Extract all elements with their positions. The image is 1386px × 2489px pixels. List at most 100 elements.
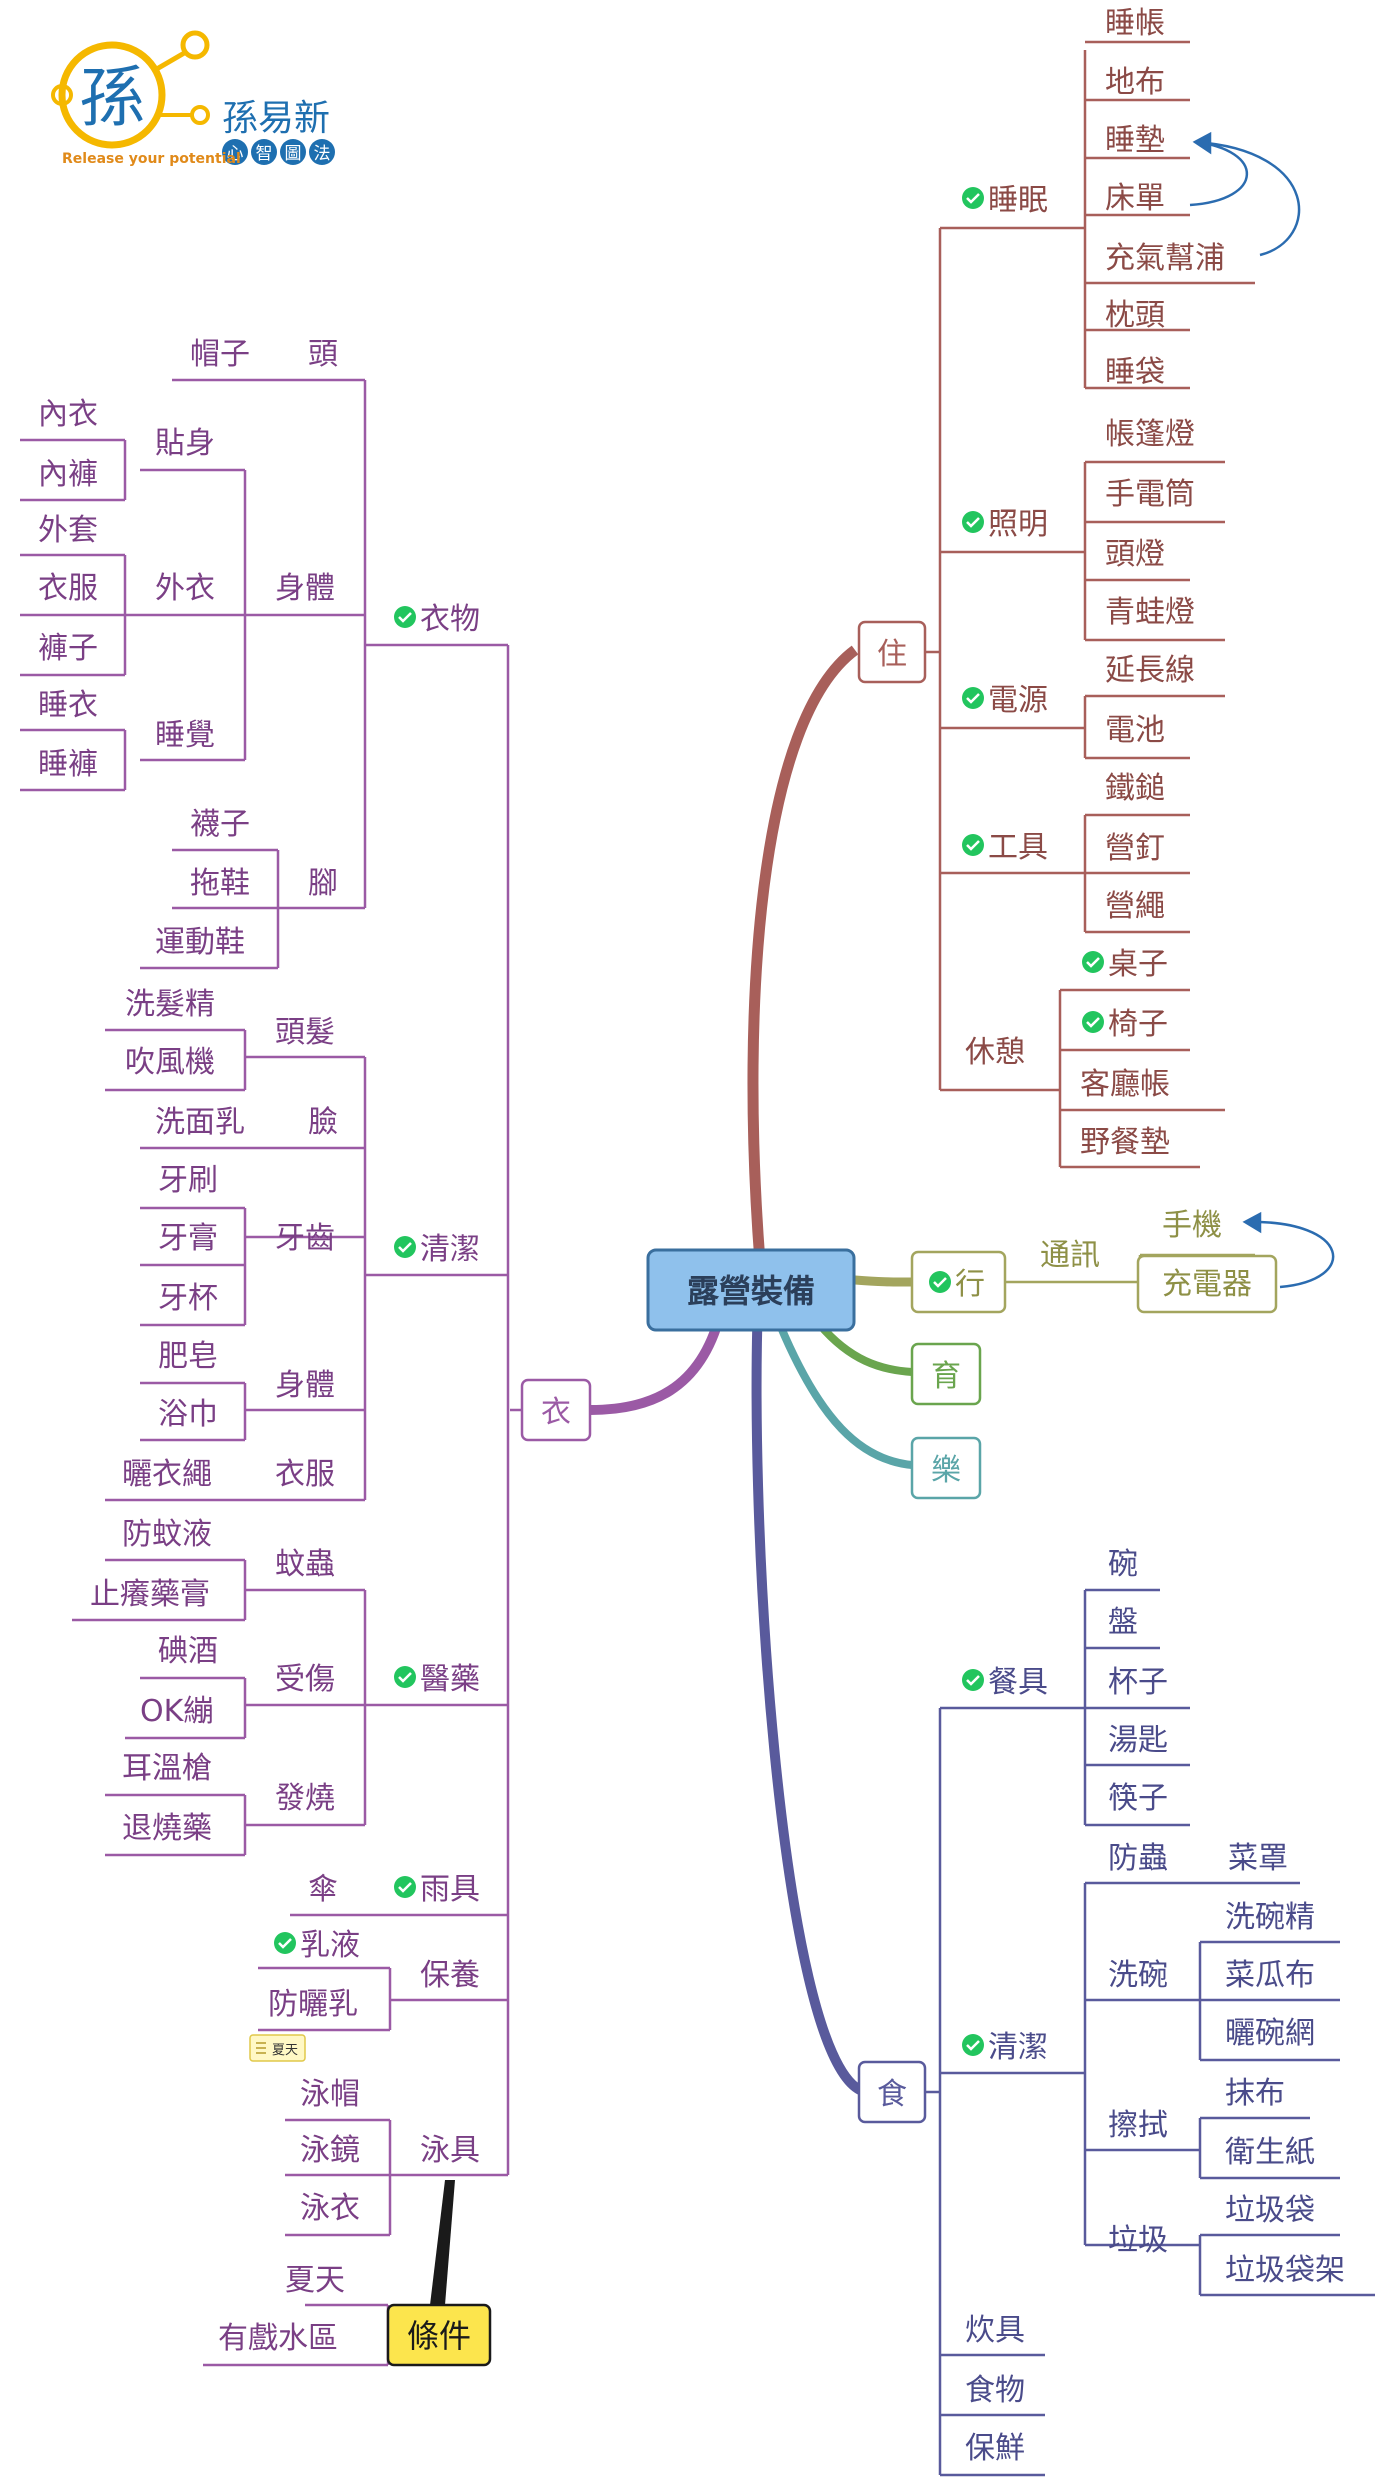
live-chair[interactable]: 椅子 <box>1108 1007 1168 1042</box>
live-table[interactable]: 桌子 <box>1108 947 1168 982</box>
live-pillow[interactable]: 枕頭 <box>1105 298 1165 333</box>
eat-tableware[interactable]: 餐具 <box>988 1665 1048 1700</box>
wear-shampoo[interactable]: 洗髮精 <box>125 987 215 1022</box>
go-charger-box[interactable] <box>1136 1254 1278 1314</box>
live-airbed[interactable]: 充氣幫浦 <box>1105 241 1225 276</box>
branch-fun-box[interactable]: 樂 <box>910 1436 982 1500</box>
wear-slippers[interactable]: 拖鞋 <box>190 866 250 901</box>
branch-go-box[interactable]: 行 <box>910 1250 1007 1314</box>
live-flashlight[interactable]: 手電筒 <box>1105 477 1195 512</box>
wear-clean[interactable]: 清潔 <box>420 1232 480 1267</box>
live-lounge[interactable]: 客廳帳 <box>1080 1067 1170 1102</box>
wear-underwear[interactable]: 內衣 <box>38 397 98 432</box>
go-charger[interactable]: 充電器 <box>1162 1267 1252 1302</box>
live-mat[interactable]: 睡墊 <box>1105 123 1165 158</box>
wear-toothbrush[interactable]: 牙刷 <box>158 1163 218 1198</box>
wear-repellent[interactable]: 防蚊液 <box>122 1517 212 1552</box>
eat-trashstand[interactable]: 垃圾袋架 <box>1225 2253 1345 2288</box>
live-peg[interactable]: 營釘 <box>1105 831 1165 866</box>
wear-toothpaste[interactable]: 牙膏 <box>158 1221 218 1256</box>
wear-towel[interactable]: 浴巾 <box>158 1397 218 1432</box>
wear-injury[interactable]: 受傷 <box>275 1662 335 1697</box>
wear-outer[interactable]: 外衣 <box>155 571 215 606</box>
go-phone[interactable]: 手機 <box>1162 1208 1222 1243</box>
wear-garment[interactable]: 衣服 <box>38 571 98 606</box>
eat-wipe[interactable]: 擦拭 <box>1108 2108 1168 2143</box>
wear-suit[interactable]: 泳衣 <box>300 2191 360 2226</box>
wear-medicine[interactable]: 醫藥 <box>420 1662 480 1697</box>
note-tag[interactable]: 夏天 <box>249 2034 306 2062</box>
wear-soap[interactable]: 肥皂 <box>158 1339 218 1374</box>
wear-body2[interactable]: 身體 <box>275 1368 335 1403</box>
wear-dryer[interactable]: 吹風機 <box>125 1045 215 1080</box>
eat-loofah[interactable]: 菜瓜布 <box>1225 1958 1315 1993</box>
eat-cookware[interactable]: 炊具 <box>965 2313 1025 2348</box>
live-froglamp[interactable]: 青蛙燈 <box>1105 595 1195 630</box>
eat-spoon[interactable]: 湯匙 <box>1108 1723 1168 1758</box>
wear-lotion[interactable]: 乳液 <box>300 1928 360 1963</box>
eat-plate[interactable]: 盤 <box>1108 1605 1138 1640</box>
live-cord[interactable]: 延長線 <box>1105 653 1195 688</box>
eat-trashbag[interactable]: 垃圾袋 <box>1225 2193 1315 2228</box>
wear-summer[interactable]: 夏天 <box>285 2263 345 2298</box>
eat-bowl[interactable]: 碗 <box>1108 1547 1138 1582</box>
branch-live-box[interactable]: 住 <box>857 620 927 684</box>
branch-wear-box[interactable]: 衣 <box>520 1378 592 1442</box>
live-tent[interactable]: 睡帳 <box>1105 6 1165 41</box>
eat-tissue[interactable]: 衛生紙 <box>1225 2135 1315 2170</box>
wear-thermometer[interactable]: 耳溫槍 <box>122 1751 212 1786</box>
eat-food[interactable]: 食物 <box>965 2373 1025 2408</box>
eat-clean[interactable]: 清潔 <box>988 2030 1048 2065</box>
wear-bandaid[interactable]: OK繃 <box>140 1694 213 1729</box>
wear-head[interactable]: 頭 <box>308 337 338 372</box>
wear-face[interactable]: 臉 <box>308 1105 338 1140</box>
eat-trash[interactable]: 垃圾 <box>1108 2223 1168 2258</box>
condition-callout[interactable]: 條件 <box>386 2180 492 2367</box>
live-groundsheet[interactable]: 地布 <box>1105 65 1165 100</box>
wear-teeth[interactable]: 牙齒 <box>275 1221 335 1256</box>
wear-close[interactable]: 貼身 <box>155 426 215 461</box>
wear-itch[interactable]: 止癢藥膏 <box>90 1577 210 1612</box>
eat-cloth[interactable]: 抹布 <box>1225 2076 1285 2111</box>
eat-dish[interactable]: 洗碗 <box>1108 1958 1168 1993</box>
branch-eat-box[interactable]: 食 <box>857 2060 927 2124</box>
wear-antipyretic[interactable]: 退燒藥 <box>122 1811 212 1846</box>
live-rope[interactable]: 營繩 <box>1105 889 1165 924</box>
eat-cover[interactable]: 菜罩 <box>1228 1841 1288 1876</box>
central-topic[interactable]: 露營裝備 <box>646 1248 856 1332</box>
live-hammer[interactable]: 鐵鎚 <box>1105 771 1165 806</box>
live-bag[interactable]: 睡袋 <box>1105 355 1165 390</box>
wear-clothes[interactable]: 衣物 <box>420 602 480 637</box>
wear-umbrella[interactable]: 傘 <box>308 1872 338 1907</box>
eat-bugproof[interactable]: 防蟲 <box>1108 1841 1168 1876</box>
branch-edu-box[interactable]: 育 <box>910 1342 982 1406</box>
wear-cup[interactable]: 牙杯 <box>158 1281 218 1316</box>
wear-hat[interactable]: 帽子 <box>190 337 250 372</box>
live-sheet[interactable]: 床單 <box>1105 181 1165 216</box>
live-battery[interactable]: 電池 <box>1105 713 1165 748</box>
wear-cleanser[interactable]: 洗面乳 <box>155 1105 245 1140</box>
wear-body[interactable]: 身體 <box>275 571 335 606</box>
wear-jacket[interactable]: 外套 <box>38 513 98 548</box>
wear-iodine[interactable]: 碘酒 <box>158 1634 218 1669</box>
wear-pajama-pants[interactable]: 睡褲 <box>38 747 98 782</box>
wear-cap[interactable]: 泳帽 <box>300 2077 360 2112</box>
eat-detergent[interactable]: 洗碗精 <box>1225 1900 1315 1935</box>
wear-pajama-top[interactable]: 睡衣 <box>38 688 98 723</box>
wear-sleep[interactable]: 睡覺 <box>155 718 215 753</box>
wear-care[interactable]: 保養 <box>420 1958 480 1993</box>
wear-bugs[interactable]: 蚊蟲 <box>275 1547 335 1582</box>
wear-waterpark[interactable]: 有戲水區 <box>218 2321 338 2356</box>
eat-fresh[interactable]: 保鮮 <box>965 2431 1025 2466</box>
wear-goggles[interactable]: 泳鏡 <box>300 2133 360 2168</box>
live-power[interactable]: 電源 <box>988 683 1048 718</box>
live-light[interactable]: 照明 <box>988 507 1048 542</box>
wear-laundry[interactable]: 衣服 <box>275 1457 335 1492</box>
wear-hair[interactable]: 頭髮 <box>275 1015 335 1050</box>
live-tools[interactable]: 工具 <box>988 830 1048 865</box>
wear-line[interactable]: 曬衣繩 <box>122 1457 212 1492</box>
live-sleep[interactable]: 睡眠 <box>988 183 1048 218</box>
eat-cup[interactable]: 杯子 <box>1108 1665 1168 1700</box>
wear-briefs[interactable]: 內褲 <box>38 457 98 492</box>
live-rest[interactable]: 休憩 <box>965 1035 1025 1070</box>
